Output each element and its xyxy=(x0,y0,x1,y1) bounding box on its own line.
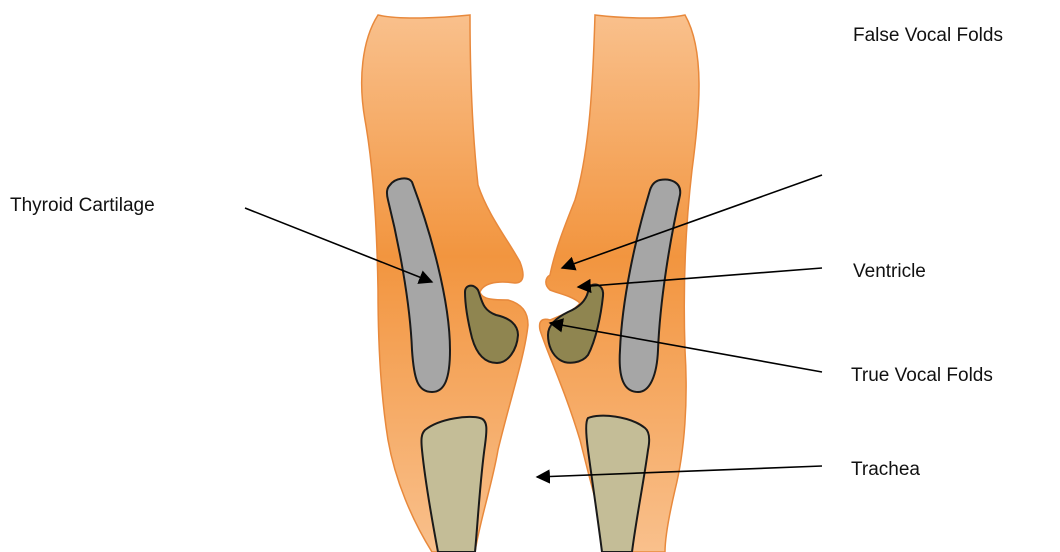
true-vocal-folds-label: True Vocal Folds xyxy=(851,365,993,386)
trachea-label: Trachea xyxy=(851,459,920,480)
false-vocal-folds-label: False Vocal Folds xyxy=(853,25,1003,46)
thyroid-cartilage-label: Thyroid Cartilage xyxy=(10,195,155,216)
ventricle-label: Ventricle xyxy=(853,261,926,282)
